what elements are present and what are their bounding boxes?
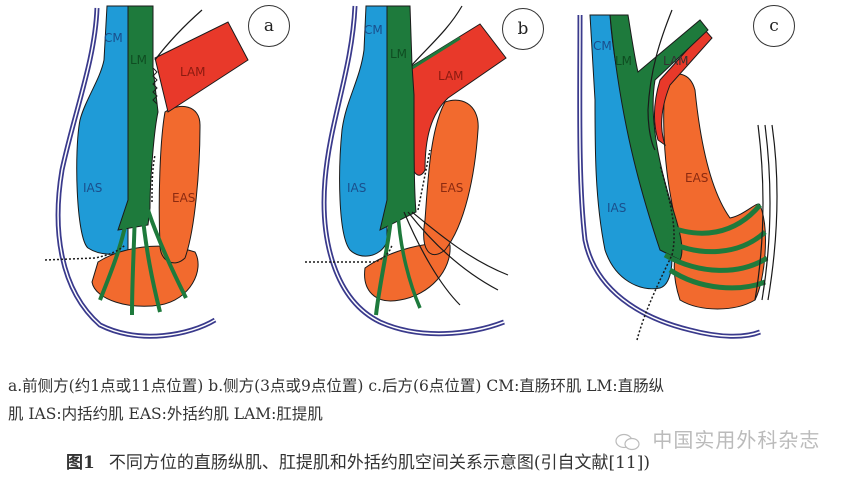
label-ias: IAS [607,201,626,215]
label-eas: EAS [172,191,195,205]
label-lm: LM [130,53,147,67]
legend-line-1: a.前侧方(约1点或11点位置) b.侧方(3点或9点位置) c.后方(6点位置… [8,377,665,395]
panel-c: CM LM LAM IAS EAS c [560,0,840,360]
label-cm: CM [104,31,123,45]
panel-letter-b: b [502,8,544,50]
label-cm: CM [364,23,383,37]
label-ias: IAS [347,181,366,195]
wechat-icon [615,433,640,450]
panel-a: CM LM LAM IAS EAS a [0,0,290,360]
panel-a-diagram: CM LM LAM IAS EAS [44,5,249,339]
label-lm: LM [615,54,632,68]
legend-line-2: 肌 IAS:内括约肌 EAS:外括约肌 LAM:肛提肌 [8,405,323,423]
label-eas: EAS [440,181,463,195]
watermark: 中国实用外科杂志 [615,424,820,453]
figure-legend: a.前侧方(约1点或11点位置) b.侧方(3点或9点位置) c.后方(6点位置… [8,372,838,428]
label-lm: LM [390,47,407,61]
watermark-text: 中国实用外科杂志 [652,428,821,452]
label-lam: LAM [663,54,689,68]
label-lam: LAM [180,65,206,79]
caption-text: 不同方位的直肠纵肌、肛提肌和外括约肌空间关系示意图(引自文献[11]) [108,453,651,473]
label-lam: LAM [438,69,464,83]
figure-number: 图1 [66,453,95,473]
panel-b-diagram: CM LM LAM IAS EAS [305,5,509,337]
figure-caption: 图1 不同方位的直肠纵肌、肛提肌和外括约肌空间关系示意图(引自文献[11]) [66,448,650,473]
anatomical-figure: CM LM LAM IAS EAS a [0,0,840,360]
panel-b: CM LM LAM IAS EAS b [280,0,560,360]
label-eas: EAS [685,171,708,185]
panel-letter-a: a [248,5,290,47]
label-ias: IAS [83,181,102,195]
label-cm: CM [593,39,612,53]
panel-letter-c: c [753,5,795,47]
panel-c-diagram: CM LM LAM IAS EAS [577,9,778,341]
